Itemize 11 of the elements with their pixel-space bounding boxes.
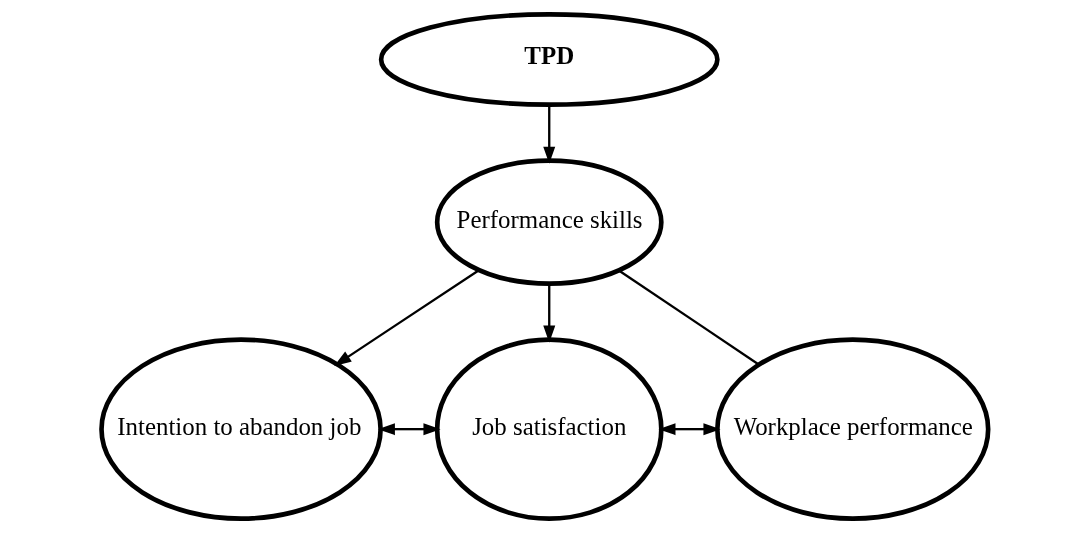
node-ellipse: Intention to abandon job bbox=[99, 337, 383, 521]
node-ellipse: Workplace performance bbox=[715, 337, 991, 521]
arrow bbox=[658, 423, 721, 436]
node-ellipse: TPD bbox=[378, 12, 720, 107]
arrow bbox=[543, 283, 556, 343]
node-ellipse: Job satisfaction bbox=[434, 337, 664, 521]
arrow bbox=[377, 423, 441, 436]
connector bbox=[618, 269, 760, 366]
arrow bbox=[543, 104, 556, 164]
arrow bbox=[334, 269, 480, 366]
node-ellipse: Performance skills bbox=[434, 158, 664, 286]
